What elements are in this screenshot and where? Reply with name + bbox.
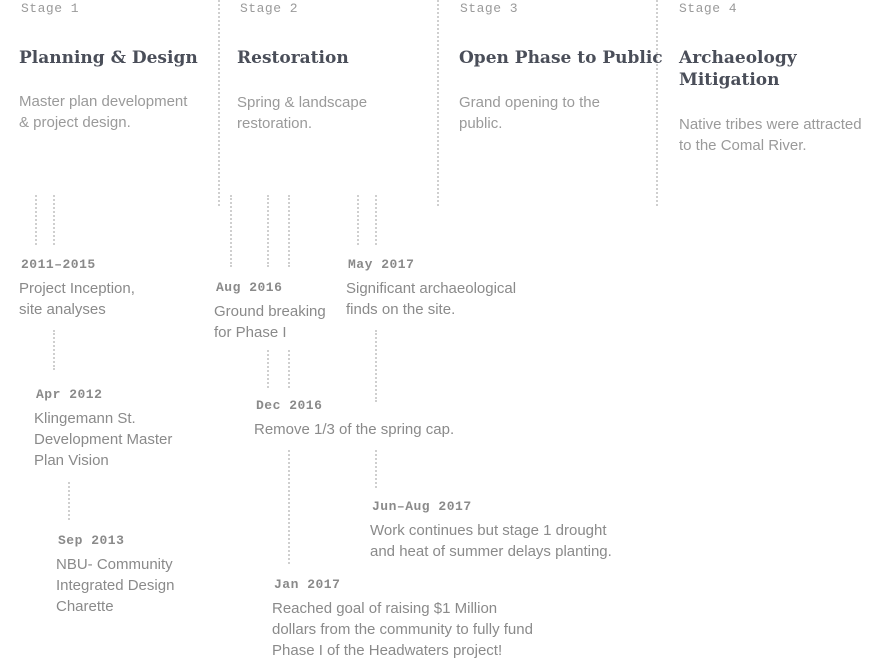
- event-text: Remove 1/3 of the spring cap.: [254, 421, 455, 438]
- stage-1-number: Stage 1: [21, 1, 80, 16]
- connector: [230, 195, 232, 267]
- connector: [357, 195, 359, 245]
- stage-divider-1: [218, 0, 220, 206]
- stage-divider-3: [656, 0, 658, 206]
- stage-3-description: Grand opening to the public.: [459, 94, 600, 132]
- connector: [288, 195, 290, 267]
- stage-1-description: Master plan development & project design…: [19, 93, 188, 131]
- event-may-2017: May 2017 Significant archaeological find…: [346, 257, 516, 320]
- event-text: Reached goal of raising $1 Million dolla…: [272, 600, 533, 659]
- stage-3-number: Stage 3: [460, 1, 519, 16]
- event-text: Klingemann St. Development Master Plan V…: [34, 410, 173, 469]
- event-jan-2017: Jan 2017 Reached goal of raising $1 Mill…: [272, 577, 533, 661]
- event-jun-aug-2017: Jun–Aug 2017 Work continues but stage 1 …: [370, 499, 612, 562]
- connector: [375, 450, 377, 488]
- stage-4-number: Stage 4: [679, 1, 738, 16]
- stage-2-number: Stage 2: [240, 1, 299, 16]
- stage-4-description: Native tribes were attracted to the Coma…: [679, 116, 862, 154]
- connector: [375, 195, 377, 245]
- event-date: Apr 2012: [36, 387, 103, 402]
- stage-1-title: Planning & Design: [19, 48, 198, 68]
- event-date: Jan 2017: [274, 577, 341, 592]
- connector: [375, 330, 377, 402]
- event-date: Jun–Aug 2017: [372, 499, 472, 514]
- event-sep-2013: Sep 2013 NBU- Community Integrated Desig…: [56, 533, 174, 617]
- connector: [288, 450, 290, 564]
- stage-4-title: Archaeology Mitigation: [679, 48, 797, 90]
- event-2011-2015: 2011–2015 Project Inception, site analys…: [19, 257, 135, 320]
- connector: [35, 195, 37, 245]
- connector: [267, 195, 269, 267]
- connector: [68, 482, 70, 520]
- event-date: 2011–2015: [21, 257, 96, 272]
- event-aug-2016: Aug 2016 Ground breaking for Phase I: [214, 280, 326, 343]
- event-date: Dec 2016: [256, 398, 323, 413]
- event-apr-2012: Apr 2012 Klingemann St. Development Mast…: [34, 387, 172, 471]
- event-text: Project Inception, site analyses: [19, 280, 135, 318]
- event-text: Work continues but stage 1 drought and h…: [370, 522, 612, 560]
- connector: [53, 330, 55, 370]
- stage-2-description: Spring & landscape restoration.: [237, 94, 368, 132]
- stage-2-title: Restoration: [237, 48, 349, 68]
- stage-divider-2: [437, 0, 439, 206]
- event-text: Ground breaking for Phase I: [214, 303, 326, 341]
- event-date: Aug 2016: [216, 280, 283, 295]
- connector: [288, 350, 290, 388]
- event-dec-2016: Dec 2016 Remove 1/3 of the spring cap.: [254, 398, 454, 440]
- event-date: May 2017: [348, 257, 415, 272]
- connector: [53, 195, 55, 245]
- event-date: Sep 2013: [58, 533, 125, 548]
- event-text: NBU- Community Integrated Design Charett…: [56, 556, 175, 615]
- event-text: Significant archaeological finds on the …: [346, 280, 517, 318]
- stage-3-title: Open Phase to Public: [459, 48, 663, 68]
- connector: [267, 350, 269, 388]
